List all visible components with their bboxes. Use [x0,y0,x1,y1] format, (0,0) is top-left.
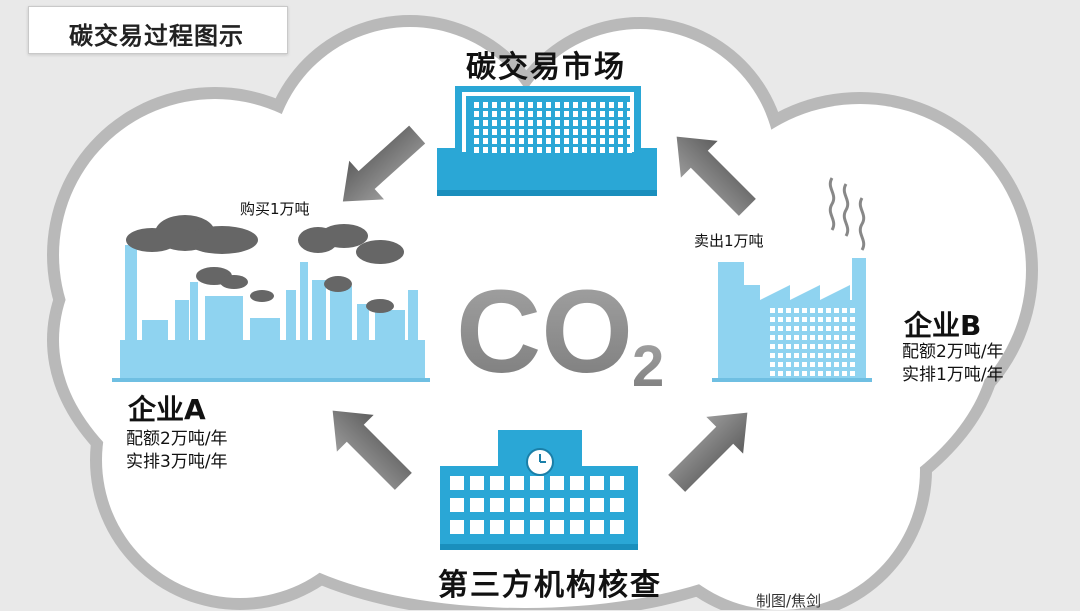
sell-flow-label: 卖出1万吨 [694,232,764,250]
page-title: 碳交易过程图示 [69,22,244,50]
heavy-polluting-factory-icon [112,245,430,382]
company-b-quota: 配额2万吨/年 [902,342,1004,362]
arrow-verifier-to-a [332,410,412,490]
company-a-quota: 配额2万吨/年 [126,429,228,449]
low-emission-factory-icon [712,177,872,382]
market-building-icon [437,86,657,196]
buy-flow-label: 购买1万吨 [240,200,310,218]
company-b-actual: 实排1万吨/年 [902,365,1004,385]
arrow-market-to-a [342,125,426,202]
verifier-label: 第三方机构核查 [438,568,662,603]
company-a-name: 企业A [128,393,206,426]
title-tab: 碳交易过程图示 [28,6,288,54]
smoke-cloud-icon [126,215,404,313]
co2-symbol: CO [456,266,633,398]
market-label: 碳交易市场 [466,50,626,85]
arrow-verifier-to-b [668,412,748,492]
company-b-name: 企业B [904,309,982,342]
co2-subscript: 2 [632,334,664,399]
verification-institution-building-icon [440,430,638,550]
arrow-b-to-market [676,136,756,216]
company-a-actual: 实排3万吨/年 [126,452,228,472]
smoke-wisp-icon [828,177,836,231]
credit-text: 制图/焦剑 [756,592,822,610]
